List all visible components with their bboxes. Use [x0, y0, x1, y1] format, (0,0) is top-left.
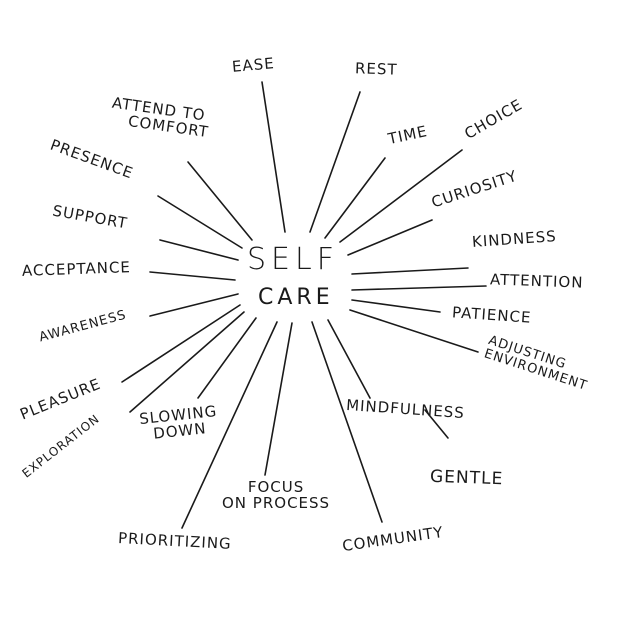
- ray-gentle: [424, 409, 449, 439]
- ray-curiosity: [347, 219, 433, 256]
- ray-attention: [351, 285, 487, 291]
- ray-mindfulness: [327, 319, 371, 399]
- ray-presence: [157, 195, 243, 249]
- center-title-care: CARE: [258, 285, 334, 310]
- term-focus-line1: FOCUS: [247, 478, 305, 496]
- ray-support: [159, 239, 239, 261]
- ray-patience: [351, 299, 441, 313]
- term-focus-on-process: FOCUS ON PROCESS: [222, 478, 331, 512]
- term-rest: REST: [354, 59, 398, 79]
- term-ease: EASE: [231, 54, 276, 76]
- term-focus-line2: ON PROCESS: [222, 493, 331, 512]
- ray-exploration: [129, 311, 245, 413]
- ray-time: [324, 157, 386, 239]
- ray-acceptance: [149, 271, 236, 281]
- ray-awareness: [149, 293, 239, 317]
- ray-adjusting: [349, 309, 479, 353]
- term-gentle: GENTLE: [429, 466, 504, 490]
- term-attention: ATTENTION: [489, 270, 584, 292]
- ray-attend: [187, 161, 253, 241]
- ray-focus: [264, 322, 293, 476]
- ray-rest: [309, 91, 361, 233]
- ray-slowing: [197, 317, 257, 399]
- ray-choice: [339, 149, 463, 243]
- ray-community: [311, 321, 383, 523]
- ray-kindness: [351, 267, 469, 275]
- ray-pleasure: [121, 304, 241, 383]
- ray-ease: [261, 81, 286, 233]
- ray-prioritizing: [181, 321, 278, 529]
- center-title-self: SELF: [247, 242, 339, 277]
